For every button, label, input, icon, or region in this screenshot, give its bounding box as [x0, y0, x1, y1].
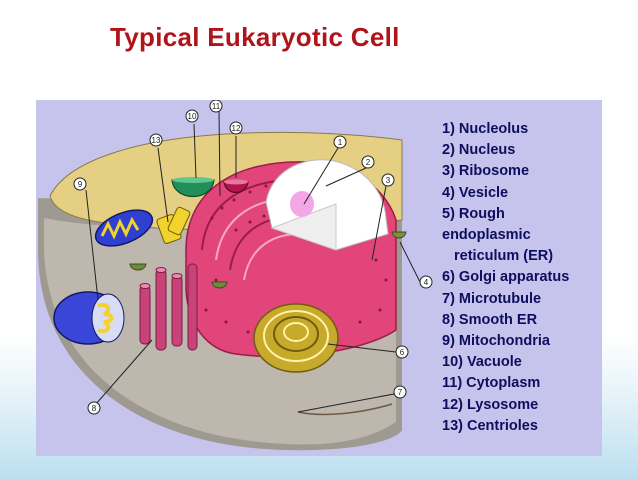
- callout-12: 12: [229, 121, 243, 135]
- svg-text:1: 1: [338, 138, 343, 147]
- legend-item: 11) Cytoplasm: [442, 375, 541, 392]
- svg-text:12: 12: [232, 124, 241, 133]
- callout-9: 9: [73, 177, 87, 191]
- svg-text:7: 7: [398, 388, 403, 397]
- callout-1: 1: [333, 135, 347, 149]
- legend-item: 7) Microtubule: [442, 290, 542, 307]
- callout-3: 3: [381, 173, 395, 187]
- microtubule: [297, 403, 393, 416]
- callout-2: 2: [361, 155, 375, 169]
- legend-item: 6) Golgi apparatus: [442, 269, 570, 286]
- vesicles: [129, 231, 407, 289]
- organelle-legend: 1) Nucleolus 2) Nucleus 3) Ribosome 4) V…: [442, 119, 602, 437]
- smooth-er: [139, 263, 198, 351]
- legend-item: 8) Smooth ER: [442, 311, 538, 328]
- legend-item: 4) Vesicle: [442, 184, 509, 201]
- legend-item: 3) Ribosome: [442, 163, 530, 180]
- callout-8: 8: [87, 401, 101, 415]
- callout-4: 4: [419, 275, 433, 289]
- legend-item: endoplasmic: [442, 227, 531, 244]
- legend-item: 2) Nucleus: [442, 142, 516, 159]
- svg-text:6: 6: [400, 348, 405, 357]
- callout-6: 6: [395, 345, 409, 359]
- mitochondrion-top: [94, 209, 154, 247]
- nucleolus: [290, 191, 314, 217]
- cell-diagram-panel: 1 2 3 4 6 7 8 9 10 11 12 13 1) Nucleolus…: [36, 100, 602, 456]
- golgi-apparatus: [253, 303, 339, 373]
- vacuole: [171, 179, 215, 198]
- cell-diagram: 1 2 3 4 6 7 8 9 10 11 12 13: [38, 100, 433, 451]
- page-title: Typical Eukaryotic Cell: [110, 22, 400, 52]
- callout-10: 10: [185, 109, 199, 123]
- svg-text:10: 10: [188, 112, 197, 121]
- legend-item: 9) Mitochondria: [442, 333, 550, 350]
- svg-text:8: 8: [92, 404, 97, 413]
- svg-text:13: 13: [152, 136, 161, 145]
- svg-text:4: 4: [424, 278, 429, 287]
- legend-item: reticulum (ER): [454, 248, 554, 265]
- svg-text:2: 2: [366, 158, 371, 167]
- centrioles: [156, 206, 191, 244]
- callout-13: 13: [149, 133, 163, 147]
- svg-text:3: 3: [386, 176, 391, 185]
- legend-item: 13) Centrioles: [442, 417, 538, 434]
- callout-7: 7: [393, 385, 407, 399]
- legend-item: 10) Vacuole: [442, 354, 522, 371]
- mitochondrion-side: [53, 291, 125, 345]
- legend-item: 12) Lysosome: [442, 396, 539, 413]
- svg-text:11: 11: [212, 102, 221, 111]
- legend-item: 1) Nucleolus: [442, 121, 529, 137]
- svg-text:9: 9: [78, 180, 83, 189]
- legend-item: 5) Rough: [442, 205, 505, 222]
- callout-11: 11: [209, 100, 223, 113]
